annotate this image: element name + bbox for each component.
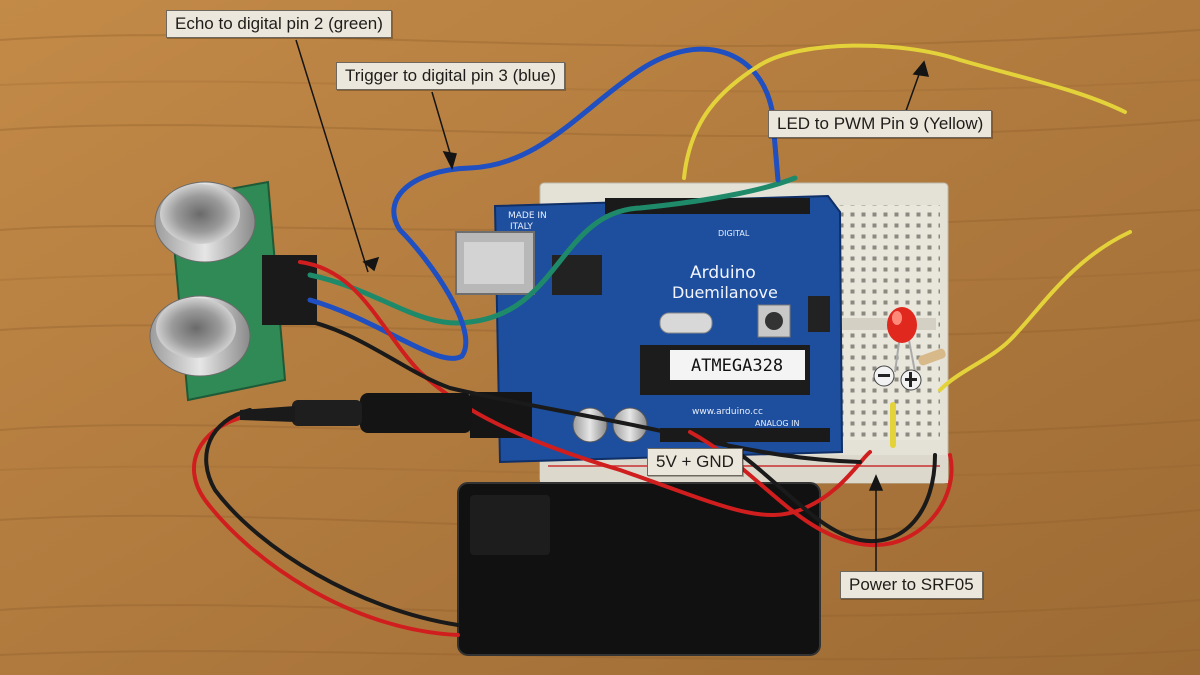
red-power-wire (298, 260, 872, 518)
analog-in-silk: ANALOG IN (755, 419, 800, 428)
made-in-line-1: MADE IN (508, 211, 547, 221)
trigger-wire-label: Trigger to digital pin 3 (blue) (336, 62, 566, 90)
yellow-led-wire (682, 43, 1127, 180)
made-in-line-2: ITALY (510, 222, 533, 232)
arduino-board: ATMEGA328 MADE IN ITALY Arduino Duemilan… (455, 194, 844, 464)
black-ground-wire (293, 316, 862, 464)
board-name-line-2: Duemilanove (672, 283, 778, 302)
url-silk: www.arduino.cc (692, 407, 763, 417)
blue-trigger-wire (307, 46, 781, 361)
black-battery-wire (204, 408, 460, 627)
annotation-arrows (295, 39, 930, 573)
power-gnd-label: 5V + GND (647, 448, 743, 476)
srf05-sensor (149, 180, 317, 402)
digital-silk: DIGITAL (718, 229, 750, 238)
board-name-line-1: Arduino (690, 263, 756, 283)
chip-label: ATMEGA328 (691, 356, 783, 376)
red-srf05-power-wire (688, 430, 954, 548)
black-srf05-ground-wire (703, 430, 937, 544)
dc-plug (240, 393, 472, 433)
wires (192, 43, 1132, 637)
battery-pack (457, 482, 821, 656)
red-battery-wire (192, 416, 460, 637)
led-wire-label: LED to PWM Pin 9 (Yellow) (768, 110, 993, 138)
green-echo-wire (307, 175, 798, 326)
yellow-breadboard-wire (938, 230, 1132, 392)
led-and-resistor (873, 307, 946, 391)
srf05-power-label: Power to SRF05 (840, 571, 983, 599)
echo-wire-label: Echo to digital pin 2 (green) (166, 10, 392, 38)
